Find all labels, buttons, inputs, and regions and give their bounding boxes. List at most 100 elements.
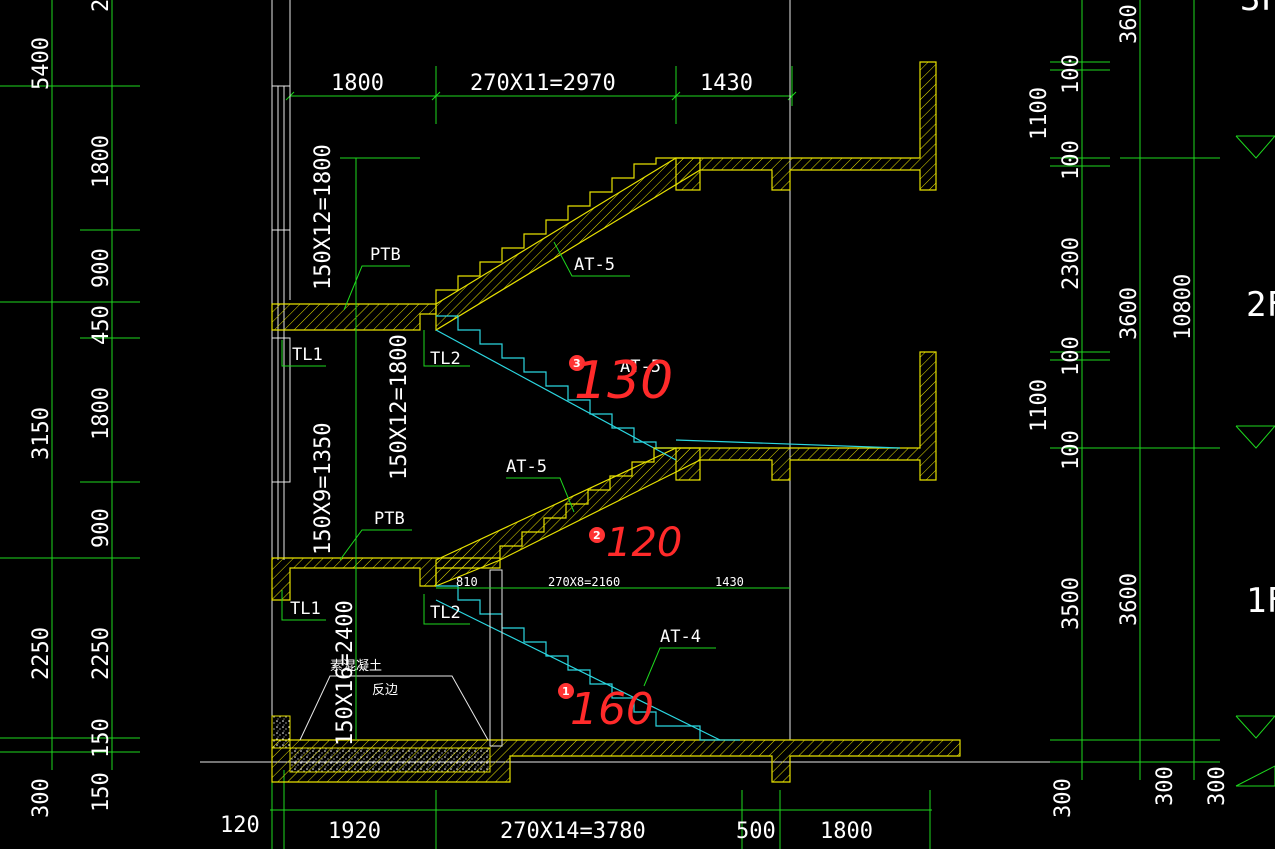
dim-1800-b: 1800 <box>89 387 114 440</box>
dim-1800-a: 1800 <box>89 135 114 188</box>
bottom-dimension-lines <box>270 770 932 849</box>
dim-1800-bottom: 1800 <box>820 819 873 844</box>
floor2-slab <box>675 351 937 481</box>
label-at4: AT-4 <box>660 627 701 647</box>
dim-2300: 2300 <box>1059 237 1084 290</box>
right-dim-text-b: 360 3600 3600 300 10800 300 <box>1117 4 1230 806</box>
dim-300-left: 300 <box>29 778 54 818</box>
label-tl2-lower: TL2 <box>430 603 461 623</box>
label-tl1-upper: TL1 <box>292 345 323 365</box>
dim-2250: 2250 <box>29 627 54 680</box>
dim-150x12-b: 150X12=1800 <box>387 334 412 480</box>
label-ptb-upper: PTB <box>370 245 401 265</box>
at4-flight-steps <box>436 585 740 741</box>
dim-10800: 10800 <box>1171 274 1196 340</box>
dim-3600-b: 3600 <box>1117 573 1142 626</box>
lower-flight-dim-text: 810 270X8=2160 1430 <box>456 575 744 589</box>
floor-3f-clipped: 3F <box>1240 0 1275 19</box>
floor-2f: 2F <box>1246 285 1275 325</box>
dim-900-a: 900 <box>89 248 114 288</box>
badge-3 <box>569 355 585 371</box>
member-leaders <box>281 241 716 687</box>
dim-100-b: 100 <box>1059 140 1084 180</box>
dim-1100-b: 1100 <box>1027 379 1052 432</box>
dim-300-r2: 300 <box>1153 766 1178 806</box>
badge-2 <box>589 527 605 543</box>
dim-810: 810 <box>456 575 478 589</box>
dim-300-r3: 300 <box>1205 766 1230 806</box>
dim-top-clipped: 2 <box>89 0 114 12</box>
annotation-160: 160 <box>570 684 654 735</box>
svg-text:3: 3 <box>573 357 581 370</box>
vertical-flight-dims <box>340 157 420 740</box>
dim-270x8: 270X8=2160 <box>548 575 620 589</box>
markup-annotations: 3 130 2 120 1 160 <box>558 351 682 735</box>
label-tl2-upper: TL2 <box>430 349 461 369</box>
dim-150x16: 150X16=2400 <box>333 600 358 746</box>
lower-landing-slab <box>271 557 501 601</box>
dim-120: 120 <box>220 813 260 838</box>
level-markers <box>1235 135 1275 787</box>
dim-500: 500 <box>736 819 776 844</box>
dim-1100-a: 1100 <box>1027 87 1052 140</box>
dim-100-c: 100 <box>1059 336 1084 376</box>
dim-2250-b: 2250 <box>89 627 114 680</box>
vertical-flight-dim-text: 150X12=1800 150X12=1800 150X9=1350 150X1… <box>311 144 412 746</box>
dim-1430-top: 1430 <box>700 71 753 96</box>
dim-100-d: 100 <box>1059 430 1084 470</box>
dim-100-a: 100 <box>1059 54 1084 94</box>
edge-kerb-outline <box>299 675 489 741</box>
dim-1430-lower: 1430 <box>715 575 744 589</box>
dim-1920: 1920 <box>328 819 381 844</box>
dim-3150: 3150 <box>29 407 54 460</box>
at4-flight-soffit <box>435 599 721 741</box>
dim-270x14: 270X14=3780 <box>500 819 646 844</box>
floor3-slab <box>675 61 937 191</box>
dim-1800-top: 1800 <box>331 71 384 96</box>
upper-landing-slab <box>271 303 437 331</box>
note-edge: 反边 <box>372 683 398 698</box>
left-wall-window <box>271 0 291 780</box>
top-dim-text: 1800 270X11=2970 1430 <box>331 71 753 96</box>
dim-900-b: 900 <box>89 508 114 548</box>
floor-labels: 3F 2F 1F <box>1240 0 1275 621</box>
left-dimension-lines <box>0 0 140 770</box>
label-at5-upper: AT-5 <box>574 255 615 275</box>
label-tl1-lower: TL1 <box>290 599 321 619</box>
dim-150x12-a: 150X12=1800 <box>311 144 336 290</box>
right-dim-text-a: 1100 100 100 2300 100 1100 100 3500 300 <box>1027 54 1084 818</box>
stair-void <box>489 569 503 747</box>
label-ptb-lower: PTB <box>374 509 405 529</box>
dim-150-b: 150 <box>89 772 114 812</box>
dim-450: 450 <box>89 305 114 345</box>
annotation-120: 120 <box>606 520 682 566</box>
member-labels: PTB PTB TL1 TL1 TL2 TL2 AT-5 AT-5 AT-5 A… <box>290 245 701 698</box>
label-at5-lower: AT-5 <box>506 457 547 477</box>
mid-flight-steps <box>436 315 676 449</box>
dim-150x9: 150X9=1350 <box>311 423 336 555</box>
dim-360-top: 360 <box>1117 4 1142 44</box>
dim-3500: 3500 <box>1059 577 1084 630</box>
left-inner-dim-text: 1800 900 450 1800 900 2250 150 150 2 <box>89 0 114 812</box>
floor-1f: 1F <box>1246 581 1275 621</box>
dim-150-a: 150 <box>89 718 114 758</box>
concrete-fill-wall <box>271 715 291 749</box>
annotation-130: 130 <box>574 351 673 411</box>
mid-flight-soffit <box>435 329 677 461</box>
structure <box>271 61 961 783</box>
note-concrete: 素混凝土 <box>330 658 382 674</box>
right-dimension-lines <box>1050 0 1220 780</box>
svg-text:1: 1 <box>562 685 570 698</box>
upper-flight-steps <box>435 157 676 304</box>
concrete-fill <box>289 747 491 773</box>
badge-1 <box>558 683 574 699</box>
lower-flight-steps <box>499 447 676 560</box>
bottom-dim-text: 120 1920 270X14=3780 500 1800 <box>220 813 873 844</box>
left-outer-dim-text: 5400 3150 2250 300 <box>29 37 54 818</box>
label-at-mid: AT-5 <box>620 357 661 377</box>
dim-5400: 5400 <box>29 37 54 90</box>
dim-270x11: 270X11=2970 <box>470 71 616 96</box>
mid-landing-line <box>675 439 901 449</box>
dim-300-r1: 300 <box>1051 778 1076 818</box>
